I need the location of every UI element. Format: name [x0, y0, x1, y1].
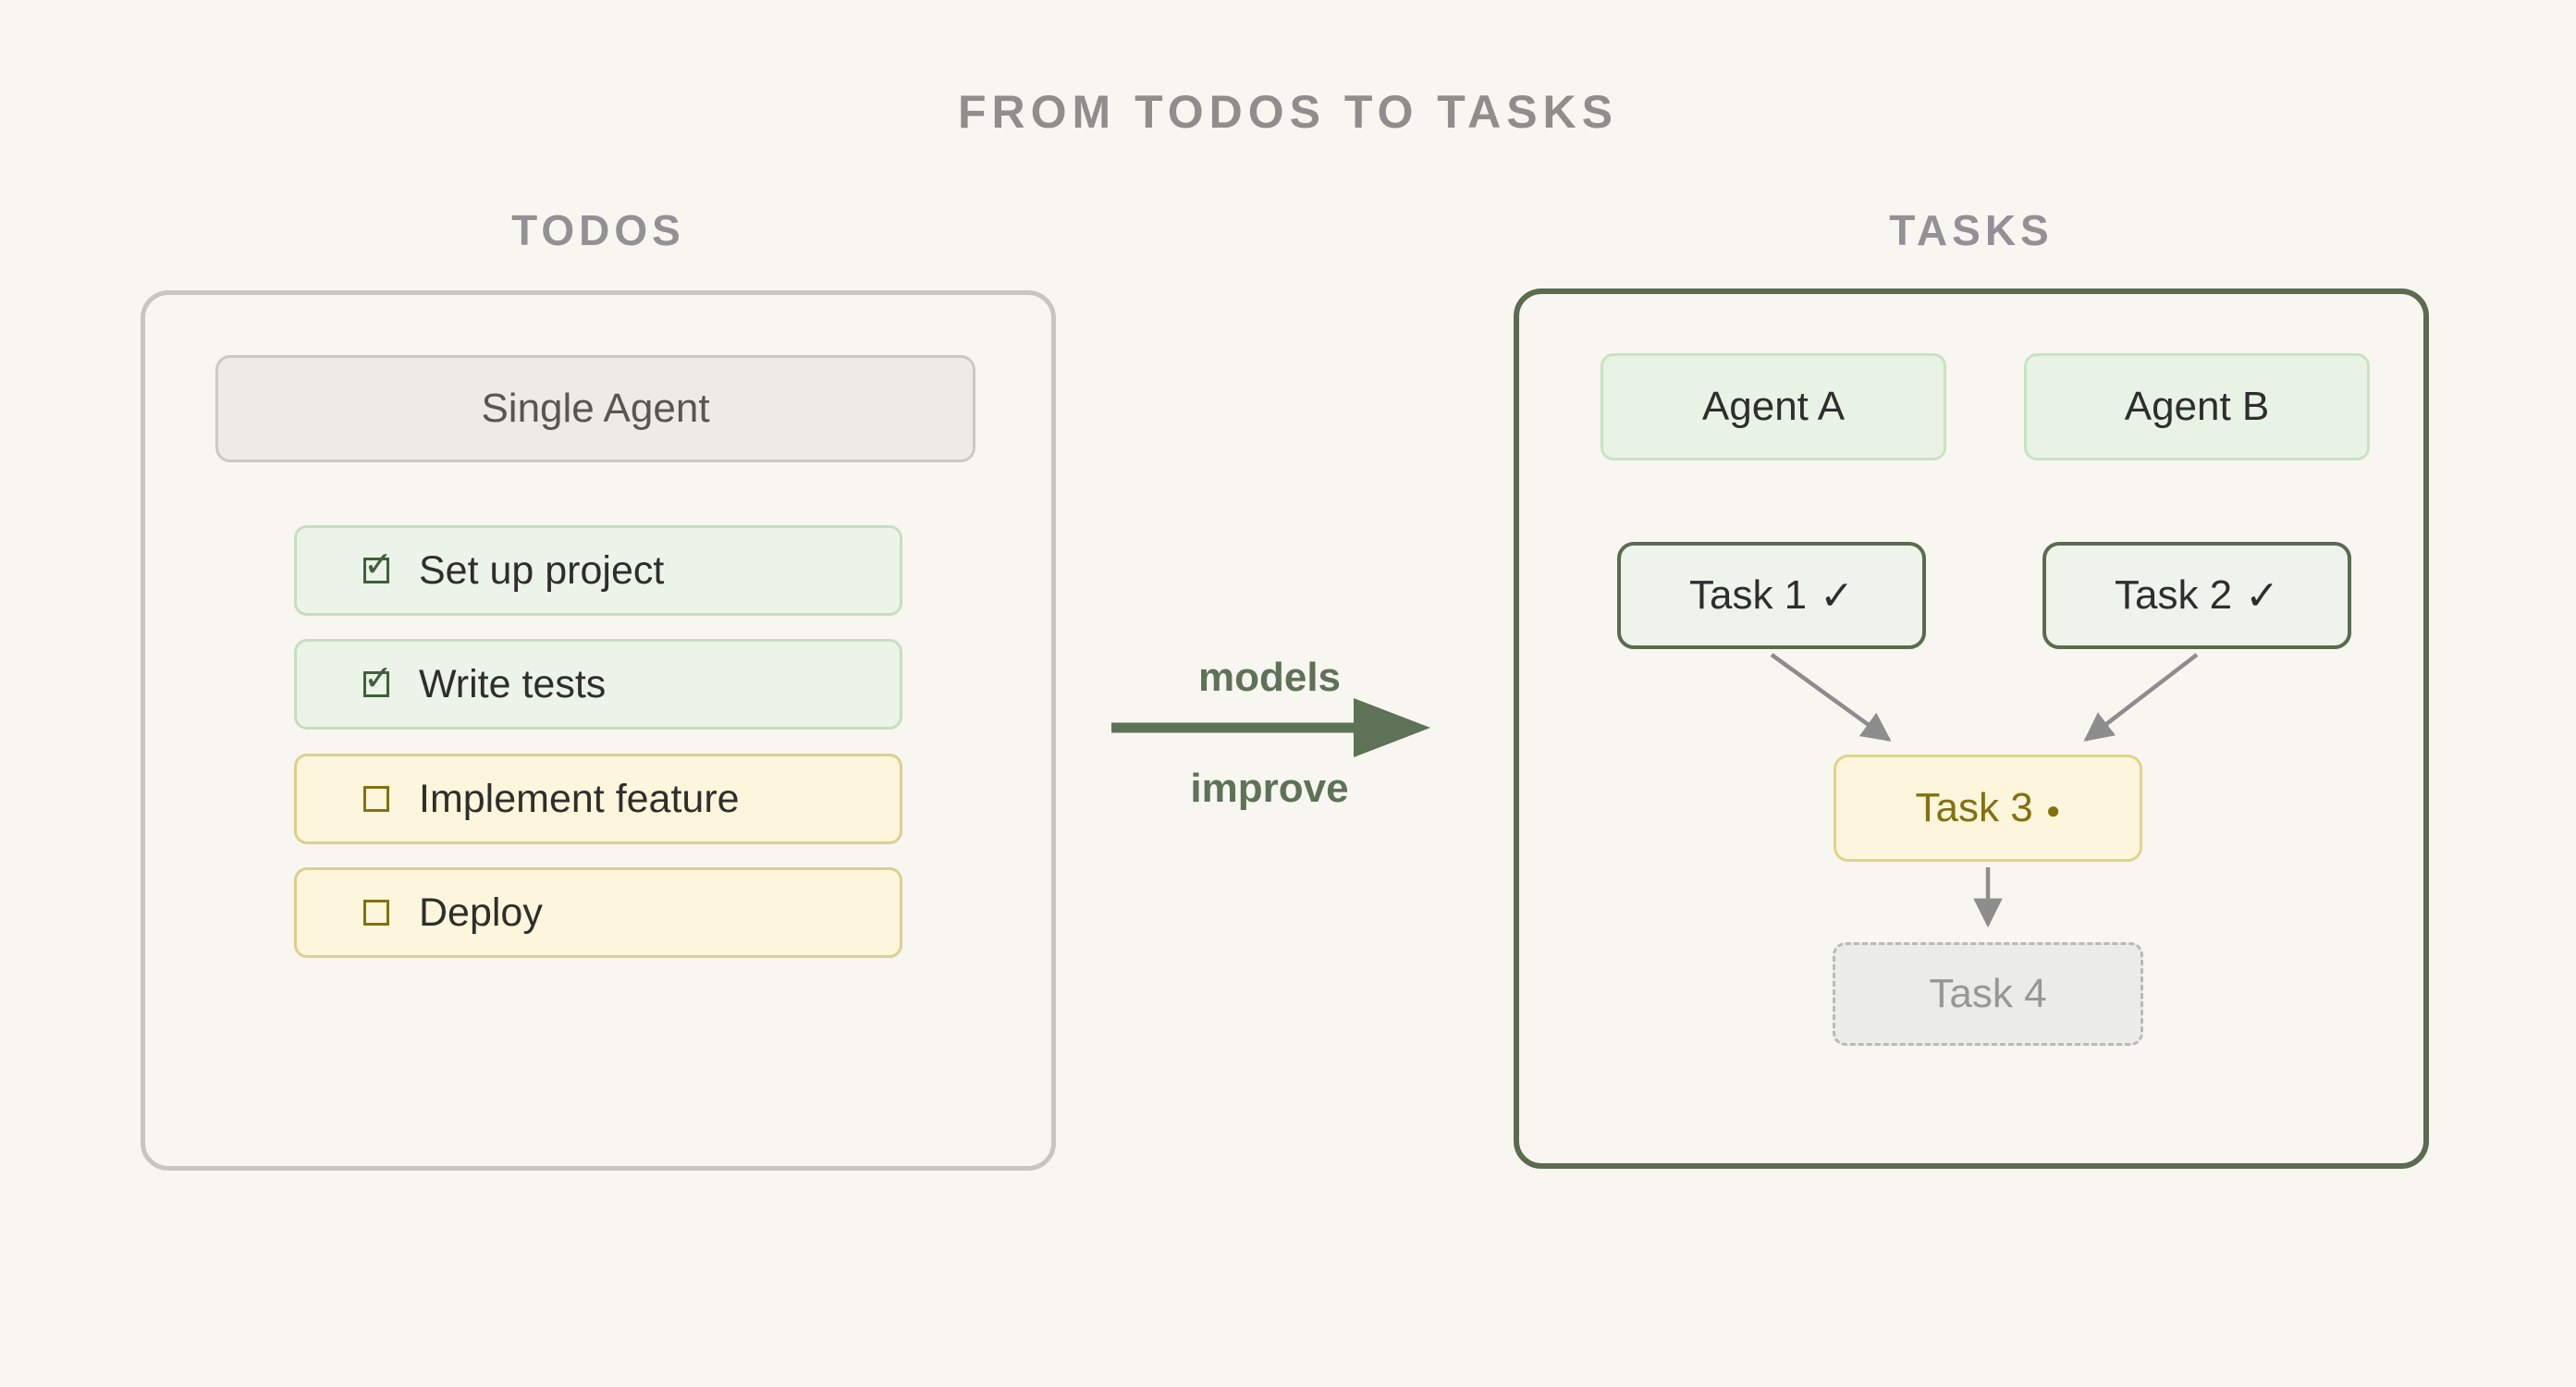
- transition-label-models: models: [1197, 655, 1342, 700]
- check-icon: ✓: [363, 546, 393, 584]
- models-improve-arrow: [1111, 698, 1430, 757]
- todo-item-label: Implement feature: [419, 776, 740, 821]
- agent-a-box: Agent A: [1601, 353, 1946, 460]
- task-4-label: Task 4: [1929, 971, 2047, 1016]
- check-icon: ✓: [363, 659, 393, 698]
- agent-b-box: Agent B: [2024, 353, 2370, 460]
- task-2-node: Task 2 ✓: [2042, 542, 2351, 649]
- todo-item-write-tests: ✓ Write tests: [294, 639, 902, 730]
- todo-item-set-up-project: ✓ Set up project: [294, 525, 902, 616]
- todo-item-label: Set up project: [419, 547, 665, 593]
- todo-item-label: Deploy: [419, 890, 543, 935]
- agent-a-label: Agent A: [1701, 384, 1846, 429]
- empty-box-icon: [363, 900, 389, 926]
- checked-box-icon: ✓: [363, 661, 393, 697]
- todos-panel: Single Agent ✓ Set up project ✓ Write te…: [141, 290, 1056, 1171]
- single-agent-label: Single Agent: [481, 386, 710, 431]
- todo-item-implement-feature: Implement feature: [294, 754, 902, 844]
- todos-heading: TODOS: [511, 206, 685, 254]
- page-title: FROM TODOS TO TASKS: [957, 86, 1619, 138]
- check-icon: ✓: [1820, 572, 1855, 619]
- todo-item-label: Write tests: [419, 661, 607, 706]
- task-3-node: Task 3 ●: [1834, 755, 2142, 862]
- transition-label-improve: improve: [1190, 766, 1349, 811]
- task-2-label: Task 2: [2114, 572, 2233, 618]
- tasks-panel: Agent A Agent B Task 1 ✓ Task 2 ✓ Task 3…: [1514, 288, 2429, 1169]
- task-1-node: Task 1 ✓: [1617, 542, 1926, 649]
- todo-item-deploy: Deploy: [294, 867, 902, 958]
- task-3-label: Task 3: [1915, 785, 2033, 830]
- single-agent-box: Single Agent: [215, 355, 975, 462]
- task-4-node: Task 4: [1833, 942, 2143, 1046]
- check-icon: ✓: [2245, 572, 2280, 619]
- checked-box-icon: ✓: [363, 547, 393, 583]
- task-1-label: Task 1: [1688, 572, 1808, 618]
- agent-b-label: Agent B: [2124, 384, 2270, 429]
- tasks-heading: TASKS: [1889, 206, 2054, 254]
- empty-box-icon: [363, 786, 389, 812]
- active-dot-icon: ●: [2045, 795, 2061, 824]
